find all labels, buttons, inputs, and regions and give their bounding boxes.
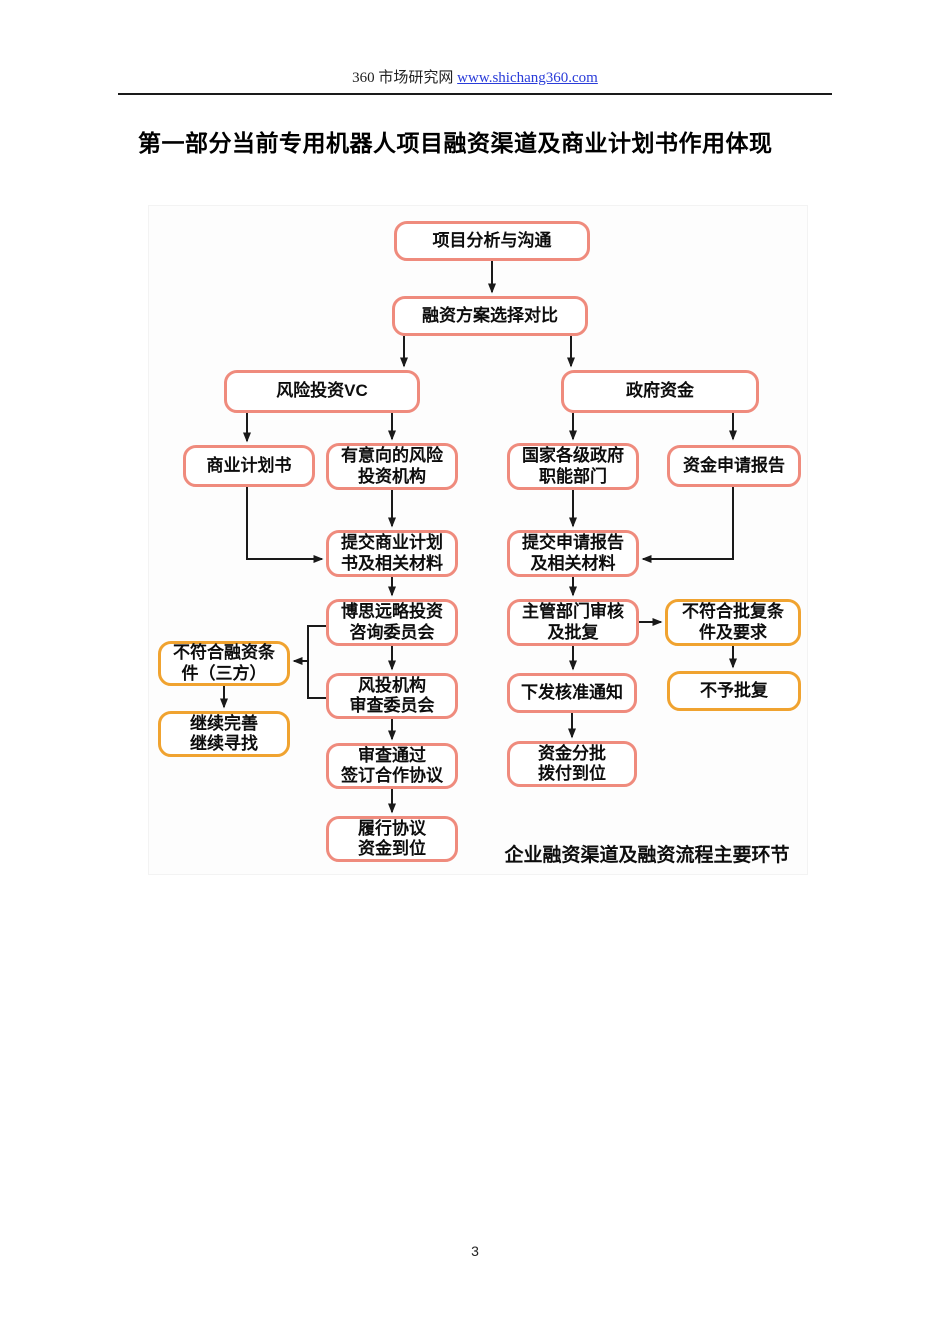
- flow-node-government-fund: 政府资金: [561, 370, 759, 413]
- flow-node-fund-application: 资金申请报告: [667, 445, 801, 487]
- flow-node-fulfill-agreement: 履行协议 资金到位: [326, 816, 458, 862]
- site-name: 360 市场研究网: [352, 70, 454, 86]
- flow-node-no-approval: 不予批复: [667, 671, 801, 711]
- connector-businessplan-to-submitplan: [246, 487, 324, 563]
- connector-committee-bracket: [307, 625, 326, 699]
- page-title: 第一部分当前专用机器人项目融资渠道及商业计划书作用体现: [138, 131, 773, 156]
- flow-node-plan-compare: 融资方案选择对比: [392, 296, 588, 336]
- flow-node-project-analysis: 项目分析与沟通: [394, 221, 590, 261]
- flow-node-bosi-committee: 博思远略投资 咨询委员会: [326, 599, 458, 646]
- flow-node-submit-application: 提交申请报告 及相关材料: [507, 530, 639, 577]
- flow-node-fund-installments: 资金分批 拨付到位: [507, 741, 637, 787]
- flow-node-authority-review: 主管部门审核 及批复: [507, 599, 639, 646]
- flow-node-review-passed: 审查通过 签订合作协议: [326, 743, 458, 789]
- flow-node-not-meet-financing: 不符合融资条 件（三方）: [158, 641, 290, 686]
- connector-application-to-submitapp: [641, 487, 734, 563]
- flow-node-not-meet-approval: 不符合批复条 件及要求: [665, 599, 801, 646]
- flow-node-gov-departments: 国家各级政府 职能部门: [507, 443, 639, 490]
- flowchart-diagram: 项目分析与沟通 融资方案选择对比 风险投资VC 政府资金 商业计划书 有意向的风…: [148, 205, 808, 875]
- header-divider: [118, 93, 832, 95]
- flow-node-business-plan: 商业计划书: [183, 445, 315, 487]
- flowchart-connectors: [220, 261, 737, 814]
- flow-node-issue-notice: 下发核准通知: [507, 673, 637, 713]
- flow-node-vc-review-committee: 风投机构 审查委员会: [326, 673, 458, 719]
- flowchart-caption: 企业融资渠道及融资流程主要环节: [504, 845, 790, 866]
- page-header: 360 市场研究网 www.shichang360.com: [0, 66, 950, 87]
- flow-node-continue-improve: 继续完善 继续寻找: [158, 711, 290, 757]
- site-url-link[interactable]: www.shichang360.com: [457, 70, 598, 86]
- flow-node-interested-vc: 有意向的风险 投资机构: [326, 443, 458, 490]
- page-number: 3: [471, 1243, 479, 1259]
- flow-node-vc: 风险投资VC: [224, 370, 420, 413]
- flow-node-submit-plan: 提交商业计划 书及相关材料: [326, 530, 458, 577]
